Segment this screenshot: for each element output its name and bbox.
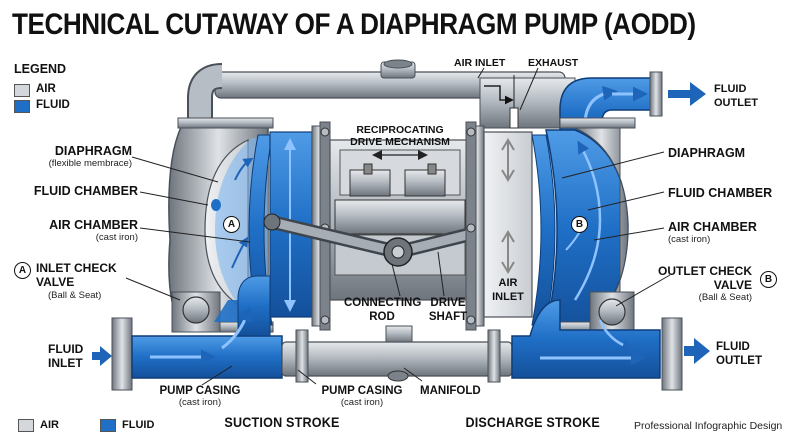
label-air-chamber-right: AIR CHAMBER <box>668 220 757 234</box>
label-outlet-check-valve: OUTLET CHECK VALVE <box>658 264 752 292</box>
bottom-inlet-pipe <box>111 275 283 391</box>
bottom-legend-air-label: AIR <box>40 419 59 431</box>
legend-fluid-label: FLUID <box>36 99 70 111</box>
external-flow-arrows <box>92 82 710 366</box>
label-manifold: MANIFOLD <box>420 385 481 397</box>
outlet-check-valve <box>589 291 635 333</box>
label-air-chamber-left-sub: (cast iron) <box>95 232 138 243</box>
legend-air-label: AIR <box>36 83 56 95</box>
page-title: TECHNICAL CUTAWAY OF A DIAPHRAGM PUMP (A… <box>12 8 696 41</box>
marker-b-circle: B <box>571 216 588 233</box>
label-air-chamber-right-sub: (cast iron) <box>668 234 711 245</box>
label-fluid-chamber-right: FLUID CHAMBER <box>668 186 773 200</box>
label-diaphragm-left: DIAPHRAGM <box>54 144 132 158</box>
bottom-legend-air-swatch <box>18 419 34 432</box>
label-air-chamber-left: AIR CHAMBER <box>49 218 138 232</box>
label-inlet-check-valve: INLET CHECK VALVE <box>36 261 117 289</box>
label-pump-casing-mid-sub: (cast iron) <box>340 397 384 408</box>
bottom-outlet-pipe <box>511 299 683 391</box>
label-connecting-rod: CONNECTING ROD <box>344 297 422 323</box>
label-exhaust: EXHAUST <box>528 57 579 69</box>
label-air-inlet-mid: AIR INLET <box>492 277 524 303</box>
right-pump-casing <box>465 117 636 333</box>
label-inlet-check-valve-sub: (Ball & Seat) <box>48 290 102 301</box>
credit-text: Professional Infographic Design <box>634 420 783 432</box>
label-fluid-chamber-left: FLUID CHAMBER <box>33 184 138 198</box>
label-drive-shaft: DRIVE SHAFT <box>428 297 468 323</box>
label-diaphragm-right: DIAPHRAGM <box>668 146 746 160</box>
bottom-legend-fluid-label: FLUID <box>122 419 155 431</box>
label-pump-casing-left-sub: (cast iron) <box>178 397 222 408</box>
label-pump-casing-left: PUMP CASING <box>159 385 241 397</box>
label-fluid-outlet-top: FLUID OUTLET <box>714 83 758 109</box>
discharge-stroke-label: DISCHARGE STROKE <box>465 414 600 430</box>
label-reciprocating: RECIPROCATING DRIVE MECHANISM <box>350 124 450 148</box>
bottom-legend-fluid-swatch <box>100 419 116 432</box>
marker-b-outlet: B <box>760 271 777 288</box>
leader-lines <box>125 67 671 386</box>
label-fluid-inlet: FLUID INLET <box>48 342 84 370</box>
suction-stroke-label: SUCTION STROKE <box>224 414 340 430</box>
legend-air-swatch <box>14 84 30 97</box>
label-air-inlet-top: AIR INLET <box>454 57 506 69</box>
label-pump-casing-mid: PUMP CASING <box>321 385 403 397</box>
legend-title: LEGEND <box>14 62 67 76</box>
label-fluid-outlet-bottom: FLUID OUTLET <box>716 341 762 367</box>
label-diaphragm-left-sub: (flexible membrace) <box>48 158 132 169</box>
bottom-manifold <box>281 325 513 383</box>
marker-a-circle: A <box>223 216 240 233</box>
marker-a-inlet: A <box>14 262 31 279</box>
drive-mechanism <box>263 139 529 301</box>
top-air-manifold <box>187 59 576 129</box>
left-pump-casing <box>168 117 331 333</box>
label-outlet-check-valve-sub: (Ball & Seat) <box>698 292 752 303</box>
legend-fluid-swatch <box>14 100 30 113</box>
